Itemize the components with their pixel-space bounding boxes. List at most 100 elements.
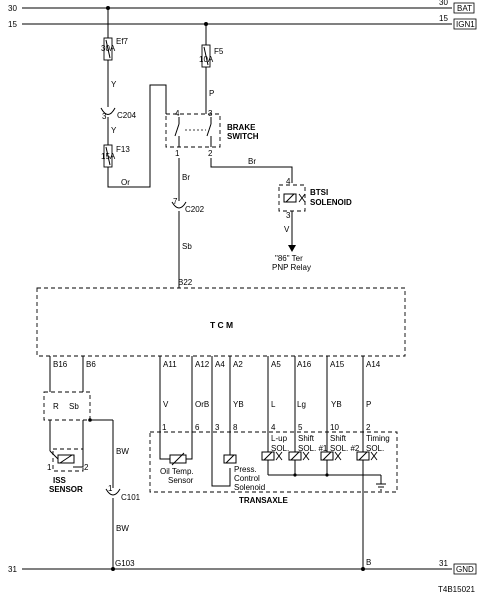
btsi-title1: BTSI xyxy=(310,188,328,197)
c204-wire: Y xyxy=(111,126,117,135)
iss-wire-bw: BW xyxy=(116,447,129,456)
wire-p: P xyxy=(366,400,371,409)
brake-switch-pin1: 1 xyxy=(175,149,180,158)
lup-label2: SOL. xyxy=(271,444,289,453)
brake-switch: 4 3 BRAKE SWITCH 1 2 xyxy=(165,109,259,158)
c202-name: C202 xyxy=(185,205,205,214)
lup-label1: L-up xyxy=(271,434,288,443)
brake-switch-pin2: 2 xyxy=(208,149,213,158)
bat-tag-box xyxy=(453,2,475,14)
btsi-pin-top: 4 xyxy=(286,177,291,186)
iss-sensor: R Sb 1 2 ISS SENSOR BW xyxy=(43,391,129,494)
c202-symbol xyxy=(171,201,187,209)
shift1-label2: SOL. #1 xyxy=(298,444,328,453)
iss-pin2: 2 xyxy=(84,463,89,472)
btsi-dest1: "86" Ter xyxy=(275,254,303,263)
timing-label2: SOL. xyxy=(366,444,384,453)
transaxle: TRANSAXLE 1 6 3 8 4 5 10 2 Oil Temp. Sen… xyxy=(149,423,398,505)
btsi-valve xyxy=(298,193,306,203)
brake-out-wire-2 xyxy=(210,158,293,183)
transaxle-pin-3: 3 xyxy=(215,423,220,432)
connector-c204: 3 C204 Y xyxy=(100,107,137,145)
c202-pin: 7 xyxy=(173,197,178,206)
fuse-f13-rating: 15A xyxy=(101,152,116,161)
tcm-pin-b6: B6 xyxy=(86,360,96,369)
transaxle-pin-4: 4 xyxy=(271,423,276,432)
timing-valve xyxy=(370,451,378,461)
c101-pin: 1 xyxy=(108,484,113,493)
wire-lg: Lg xyxy=(297,400,306,409)
fuse-f5-rating: 10A xyxy=(199,55,214,64)
fuse-f13-name: F13 xyxy=(116,145,130,154)
c204-symbol xyxy=(100,107,116,115)
brake-switch-title2: SWITCH xyxy=(227,132,259,141)
transaxle-pin-6: 6 xyxy=(195,423,200,432)
bat-rail-left-label: 30 xyxy=(8,4,17,13)
fuse-ef7-rating: 30A xyxy=(101,44,116,53)
bat-rail-right-label: 30 xyxy=(439,0,448,7)
wire-yb-a2: YB xyxy=(233,400,244,409)
oil-temp-label1: Oil Temp. xyxy=(160,467,194,476)
tcm-pin-a5: A5 xyxy=(271,360,281,369)
figure-id: T4B15021 xyxy=(438,585,475,594)
tcm-pin-a12: A12 xyxy=(195,360,210,369)
fuse-ef7-wire: Y xyxy=(111,80,117,89)
brake-switch-title1: BRAKE xyxy=(227,123,256,132)
timing-label1: Timing xyxy=(366,434,390,443)
tcm-name: T C M xyxy=(210,320,233,330)
tcm-pin-a4: A4 xyxy=(215,360,225,369)
iss-pin1: 1 xyxy=(47,463,52,472)
f13-feed-wire xyxy=(107,84,167,188)
pcs-label2: Control xyxy=(234,474,260,483)
transaxle-outline xyxy=(149,431,398,493)
iss-r-label: R xyxy=(53,402,59,411)
bat-tag: BAT xyxy=(457,4,472,13)
fuse-f5-wire: P xyxy=(209,89,214,98)
wire-l: L xyxy=(271,400,276,409)
brake-contact-1 xyxy=(174,123,180,137)
wire-v: V xyxy=(163,400,169,409)
wire-orb: OrB xyxy=(195,400,209,409)
gnd-tag: GND xyxy=(456,565,474,574)
tcm-pin-a15: A15 xyxy=(330,360,345,369)
shift1-label1: Shift xyxy=(298,434,315,443)
tcm-outline xyxy=(36,287,406,357)
fuse-ef7: Ef7 30A Y xyxy=(101,6,129,107)
fuse-f13-wire: Or xyxy=(121,178,130,187)
iss-sensor-outline xyxy=(52,448,84,472)
btsi-pin-bottom: 3 xyxy=(286,211,291,220)
fuse-f5-name: F5 xyxy=(214,47,224,56)
pcs-label1: Press. xyxy=(234,465,257,474)
wire-yb-a15: YB xyxy=(331,400,342,409)
tcm-pin-b22: B22 xyxy=(178,278,193,287)
transaxle-pin-2: 2 xyxy=(366,423,371,432)
gnd-tag-box xyxy=(453,563,477,575)
tcm-pin-b16: B16 xyxy=(53,360,68,369)
tcm-pin-a2: A2 xyxy=(233,360,243,369)
tcm-pin-labels: B16 B6 A11 A12 A4 A2 A5 A16 A15 A14 xyxy=(53,360,381,369)
gnd-rail-right-label: 31 xyxy=(439,559,448,568)
iss-sb-label: Sb xyxy=(69,402,79,411)
transaxle-pin-1: 1 xyxy=(162,423,167,432)
brake-contact-2 xyxy=(206,123,212,137)
gnd-rail-left-label: 31 xyxy=(8,565,17,574)
btsi-solenoid: 4 BTSI SOLENOID 3 V "86" Ter PNP Relay xyxy=(272,177,352,272)
connector-c101: 1 C101 BW G103 xyxy=(105,484,141,571)
shift2-label1: Shift xyxy=(330,434,347,443)
transaxle-title: TRANSAXLE xyxy=(239,496,289,505)
c101-name: C101 xyxy=(121,493,141,502)
btsi-arrow-icon xyxy=(288,245,296,252)
shift1-valve xyxy=(302,451,310,461)
ground-wire-b: B xyxy=(366,558,371,567)
ign1-rail-right-label: 15 xyxy=(439,14,448,23)
shift2-label2: SOL. #2 xyxy=(330,444,360,453)
brake-out2-wire-label: Br xyxy=(248,157,256,166)
fuse-ef7-name: Ef7 xyxy=(116,37,129,46)
c101-symbol xyxy=(105,488,121,496)
ign1-tag: IGN1 xyxy=(456,20,475,29)
brake-switch-outline xyxy=(165,113,221,148)
fuse-f13: F13 15A Or xyxy=(101,84,167,188)
lup-valve xyxy=(275,451,283,461)
shift2-valve xyxy=(334,451,342,461)
